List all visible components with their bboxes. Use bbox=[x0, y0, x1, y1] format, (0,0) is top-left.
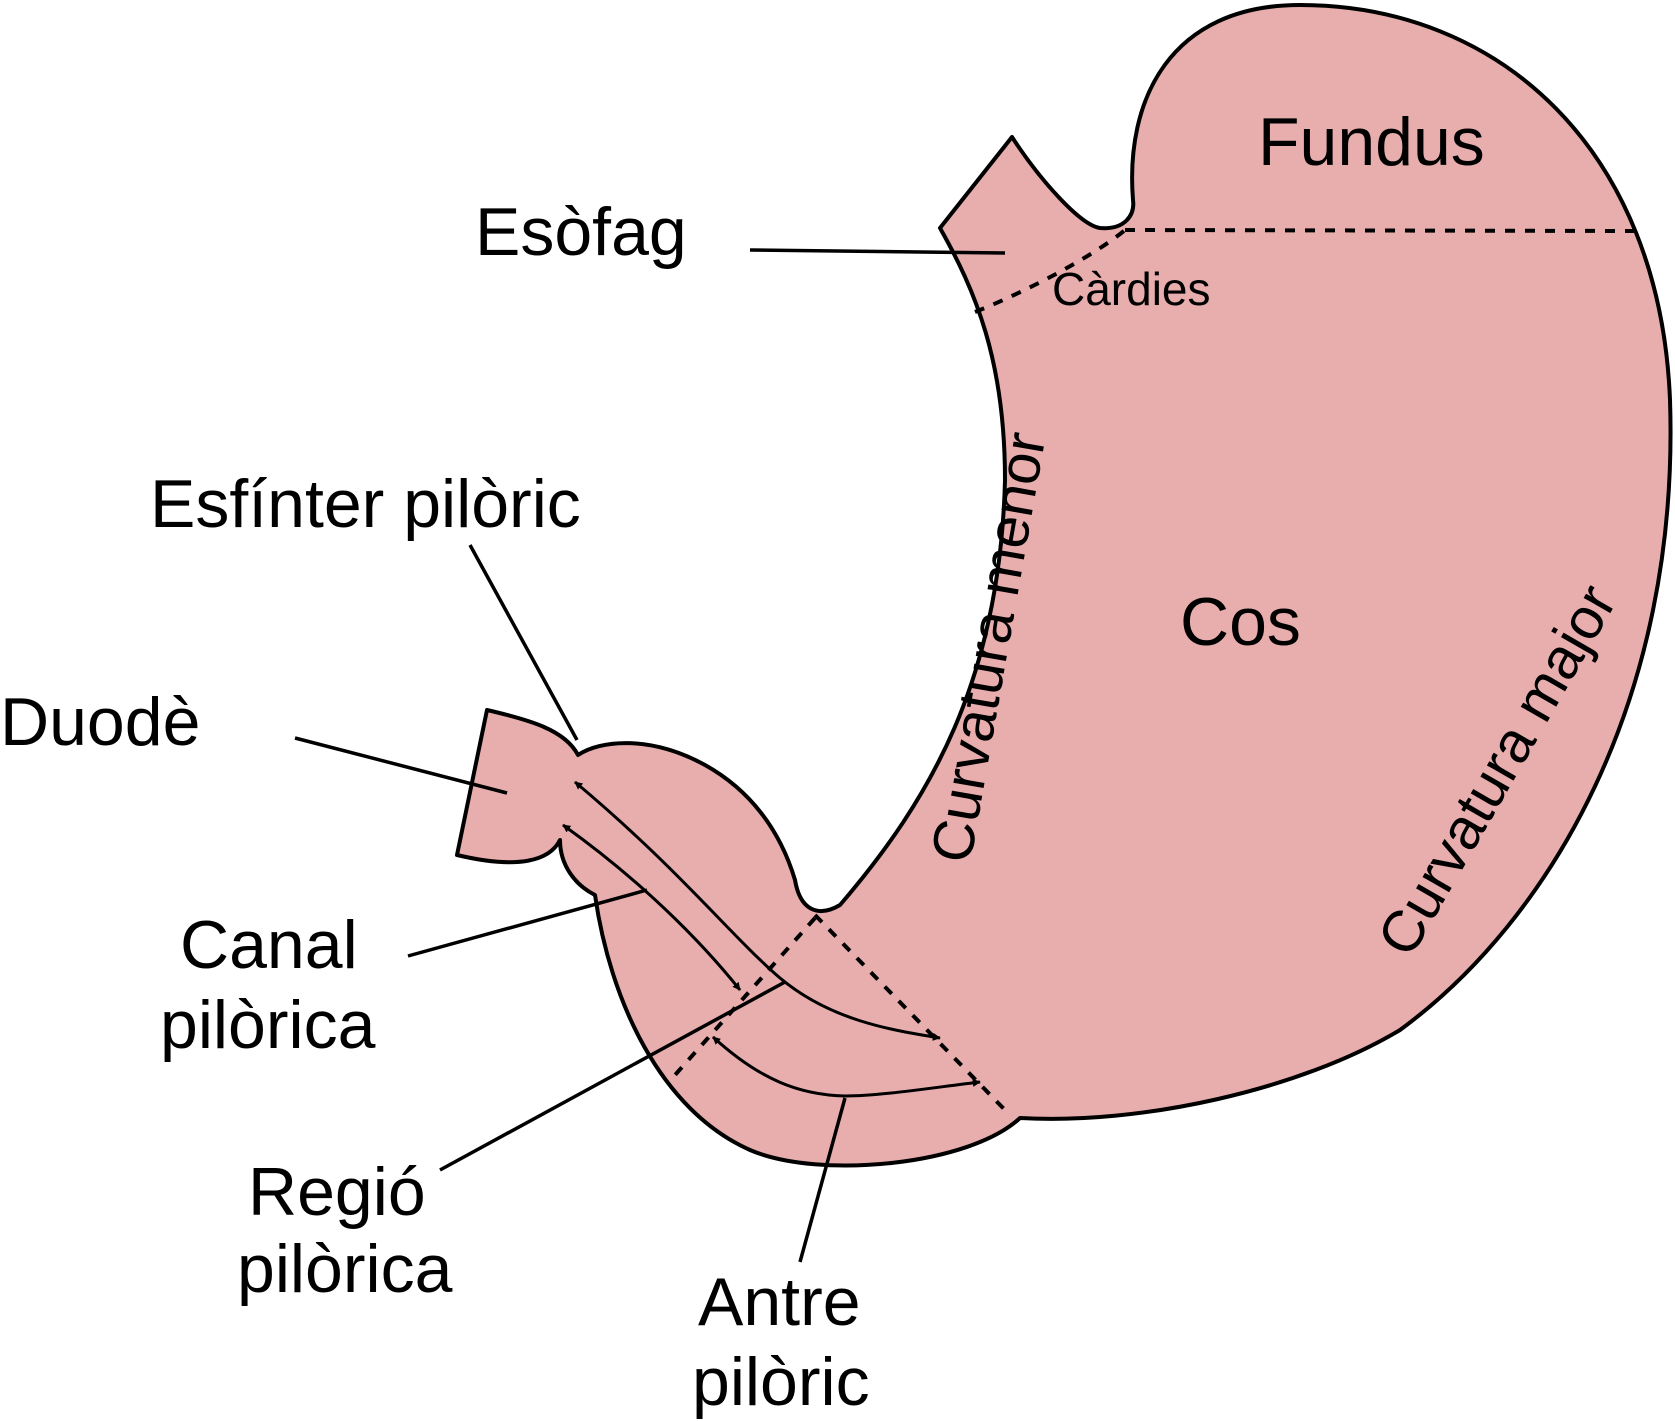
cardia-boundary bbox=[974, 228, 1127, 314]
duode-leader bbox=[294, 736, 508, 795]
label-cardies: Càrdies bbox=[1052, 263, 1211, 315]
esofag-leader bbox=[749, 248, 1006, 255]
antre-leader bbox=[798, 1097, 847, 1263]
label-antre-line2: pilòric bbox=[692, 1344, 870, 1420]
label-regio-line2: pilòrica bbox=[237, 1231, 453, 1307]
esfinter-leader bbox=[468, 544, 579, 741]
label-canal-line2: pilòrica bbox=[160, 987, 376, 1063]
pyloric-antrum-arrow bbox=[711, 1035, 981, 1098]
label-canal-line1: Canal bbox=[180, 907, 358, 983]
label-fundus: Fundus bbox=[1258, 104, 1485, 180]
stomach-body bbox=[455, 3, 1673, 1168]
pyloric-canal-arrow bbox=[562, 823, 742, 991]
label-duode: Duodè bbox=[0, 684, 200, 760]
label-esfinter-piloric: Esfínter pilòric bbox=[150, 466, 581, 542]
label-cos: Cos bbox=[1180, 584, 1301, 660]
label-antre-line1: Antre bbox=[698, 1264, 861, 1340]
label-regio-line1: Regió bbox=[248, 1154, 426, 1230]
label-esofag: Esòfag bbox=[475, 194, 687, 270]
fundus-boundary bbox=[1124, 228, 1636, 233]
